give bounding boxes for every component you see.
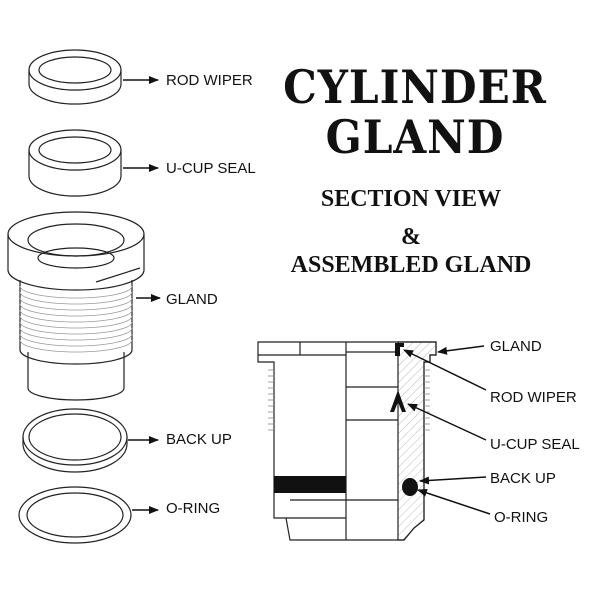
rod-wiper-section [395, 343, 404, 356]
title-line-2: GLAND [325, 110, 505, 164]
u-cup-seal-part [28, 129, 122, 197]
u-cup-seal-section [390, 390, 406, 412]
subtitle-line-3: ASSEMBLED GLAND [290, 252, 532, 278]
section-label-rod-wiper: ROD WIPER [490, 389, 577, 406]
rod-wiper-part [28, 49, 122, 105]
o-ring-section-band [274, 476, 346, 493]
arrow-section-u-cup-seal [407, 403, 487, 441]
arrow-section-back-up [419, 476, 487, 485]
section-threads [268, 369, 430, 431]
o-ring-section [402, 478, 418, 496]
subtitle-line-1: SECTION VIEW [320, 186, 502, 212]
title-line-1: CYLINDER [283, 60, 547, 114]
label-rod-wiper: ROD WIPER [166, 72, 253, 89]
back-up-part [22, 408, 128, 473]
arrow-section-o-ring [417, 489, 491, 515]
label-o-ring: O-RING [166, 500, 221, 517]
gland-part [7, 211, 145, 401]
gland-threads [19, 285, 133, 353]
arrow-section-rod-wiper [403, 349, 487, 391]
arrow-section-gland [437, 345, 485, 355]
section-label-back-up: BACK UP [490, 470, 556, 487]
section-view [257, 341, 437, 541]
subtitle-line-2: & [401, 224, 421, 250]
section-label-gland: GLAND [490, 338, 542, 355]
section-label-o-ring: O-RING [494, 509, 549, 526]
o-ring-part [18, 486, 132, 544]
label-gland: GLAND [166, 291, 218, 308]
label-back-up: BACK UP [166, 431, 232, 448]
section-label-u-cup-seal: U-CUP SEAL [490, 436, 580, 453]
label-u-cup-seal: U-CUP SEAL [166, 160, 256, 177]
